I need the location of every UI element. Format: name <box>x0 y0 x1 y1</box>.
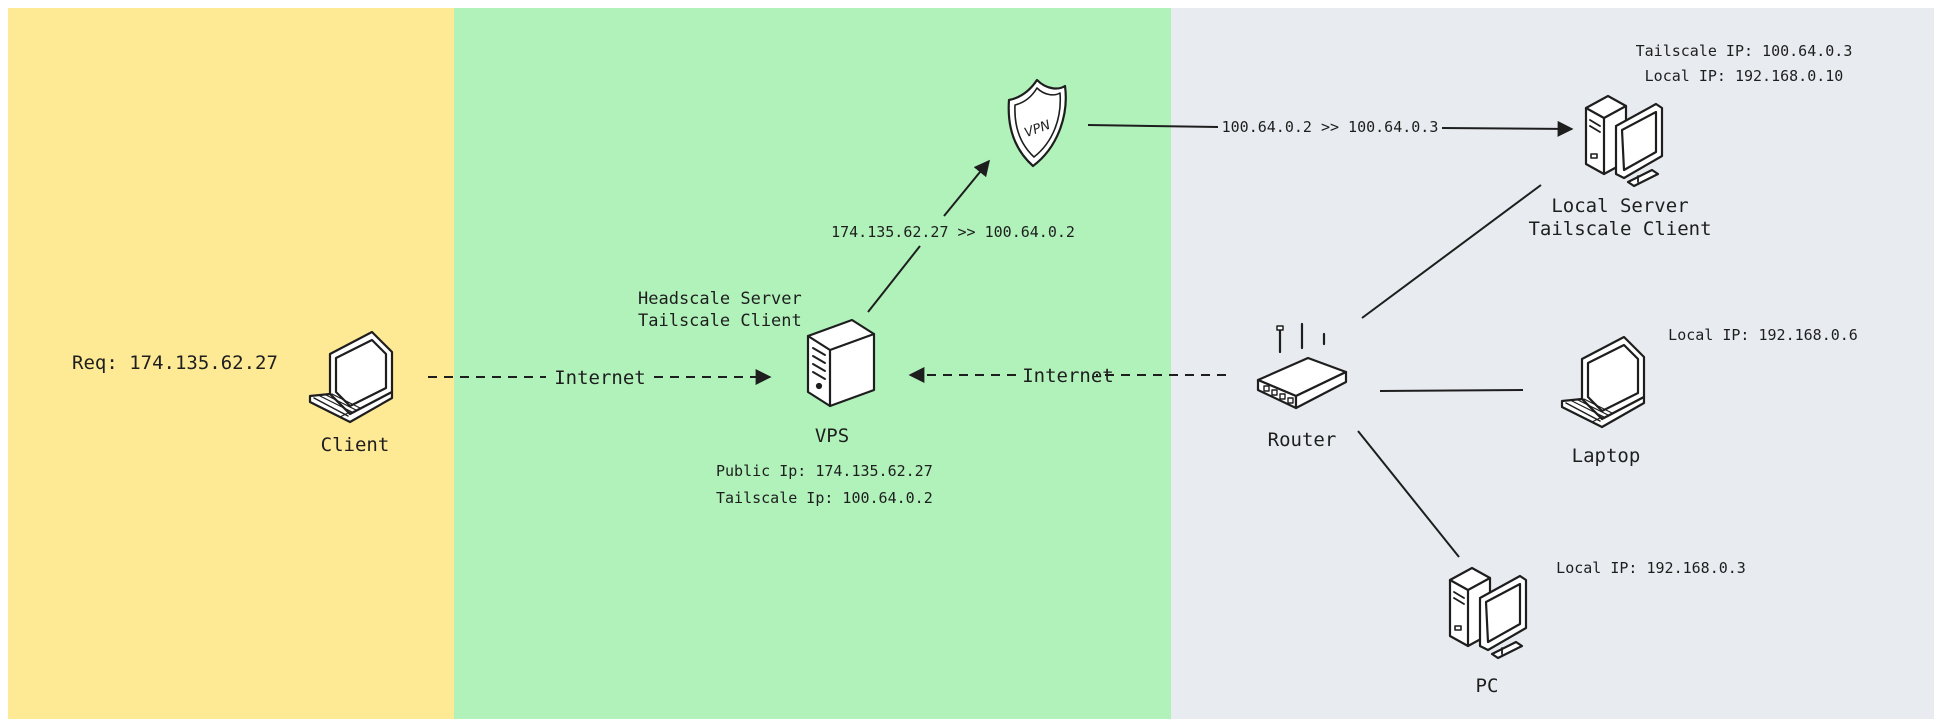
edge-label-vpn-to-server: 100.64.0.2 >> 100.64.0.3 <box>1222 118 1439 136</box>
edge-vps-to-vpn-lower <box>867 245 921 313</box>
edge-vpn-to-server-right <box>1441 120 1574 137</box>
router-name: Router <box>1268 429 1337 451</box>
vps-role-line1: Headscale Server <box>638 289 802 309</box>
pc-local-ip: Local IP: 192.168.0.3 <box>1556 559 1746 577</box>
pc-node: Local IP: 192.168.0.3 PC <box>1448 559 1746 697</box>
local-server-name-line2: Tailscale Client <box>1528 218 1711 240</box>
edge-router-to-pc <box>1357 430 1460 558</box>
edge-vps-to-vpn-upper <box>943 159 991 217</box>
client-node: Req: 174.135.62.27 Client <box>72 330 394 456</box>
vps-node: Headscale Server Tailscale Client VPS Pu… <box>638 289 933 507</box>
pc-name: PC <box>1476 675 1499 697</box>
vps-name: VPS <box>815 425 849 447</box>
vps-role-line2: Tailscale Client <box>638 311 802 331</box>
vps-tailscale-ip: Tailscale Ip: 100.64.0.2 <box>716 489 933 507</box>
vpn-node: VPN <box>1007 78 1067 168</box>
laptop-local-ip: Local IP: 192.168.0.6 <box>1668 326 1858 344</box>
client-name: Client <box>321 434 390 456</box>
local-server-node: Tailscale IP: 100.64.0.3 Local IP: 192.1… <box>1528 42 1852 240</box>
edge-router-to-laptop <box>1379 389 1524 392</box>
vps-public-ip: Public Ip: 174.135.62.27 <box>716 462 933 480</box>
local-server-name-line1: Local Server <box>1551 195 1688 217</box>
home-network-zone <box>1171 8 1934 719</box>
laptop-node: Local IP: 192.168.0.6 Laptop <box>1560 326 1858 467</box>
local-server-local-ip: Local IP: 192.168.0.10 <box>1645 67 1844 85</box>
router-node: Router <box>1256 322 1348 451</box>
edge-label-client-internet: Internet <box>554 367 646 389</box>
vpn-shield-icon: VPN <box>1007 78 1067 168</box>
edge-router-to-local-server <box>1361 184 1542 319</box>
edge-label-vps-to-vpn: 174.135.62.27 >> 100.64.0.2 <box>831 223 1075 241</box>
local-server-tailscale-ip: Tailscale IP: 100.64.0.3 <box>1636 42 1853 60</box>
server-icon <box>806 318 876 408</box>
laptop-name: Laptop <box>1572 445 1641 467</box>
edge-vpn-to-server-left <box>1087 124 1219 128</box>
edge-label-router-internet: Internet <box>1022 365 1114 387</box>
client-request-label: Req: 174.135.62.27 <box>72 352 278 374</box>
